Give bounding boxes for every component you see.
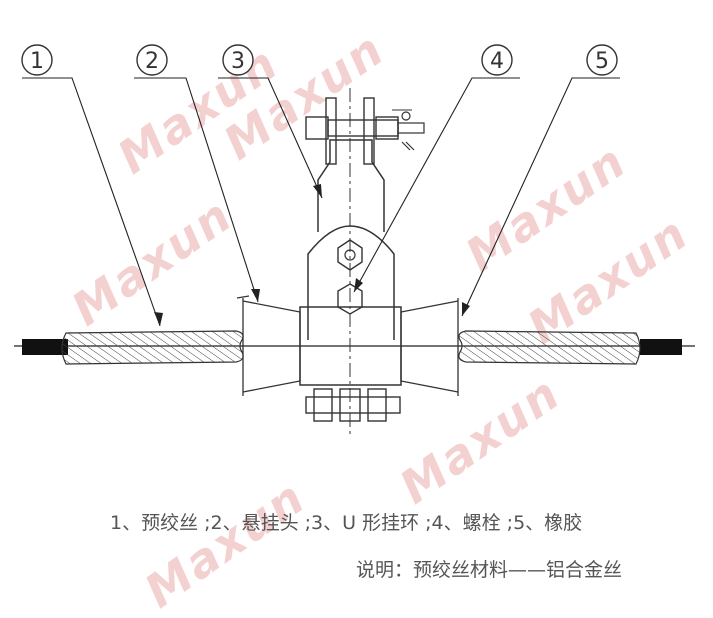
u-shackle	[317, 139, 385, 232]
armor-rod-left	[61, 330, 244, 365]
conductor-right	[640, 339, 682, 355]
shackle-lug-left	[325, 97, 337, 165]
bolt-head	[337, 283, 363, 315]
callout-4: 4	[481, 44, 513, 76]
svg-text:2: 2	[145, 49, 159, 74]
leader-4	[353, 77, 520, 293]
leader-5	[461, 77, 620, 317]
leader-3	[218, 77, 323, 199]
clamp-body	[299, 306, 402, 386]
parts-legend: 1、预绞丝 ;2、悬挂头 ;3、U 形挂环 ;4、螺栓 ;5、橡胶	[110, 512, 583, 534]
callout-2: 2	[136, 44, 168, 76]
callout-5: 5	[586, 44, 618, 76]
callout-1: 1	[21, 44, 53, 76]
leader-1	[22, 77, 161, 327]
top-pin-shaft	[327, 119, 399, 137]
leader-2	[134, 77, 259, 303]
bottom-bolt-shaft	[305, 396, 401, 414]
cotter-pin	[401, 111, 411, 121]
hex-nut	[337, 239, 363, 271]
top-pin-head	[305, 116, 329, 140]
material-note: 说明：预绞丝材料——铝合金丝	[356, 559, 623, 581]
svg-text:5: 5	[595, 49, 609, 74]
callout-3: 3	[222, 44, 254, 76]
shackle-lug-right	[363, 97, 375, 165]
conductor-left	[22, 339, 68, 355]
svg-text:3: 3	[231, 49, 245, 74]
svg-text:4: 4	[490, 49, 504, 74]
svg-text:1: 1	[30, 49, 44, 74]
armor-rod-right	[458, 330, 641, 365]
suspension-head	[307, 225, 395, 340]
